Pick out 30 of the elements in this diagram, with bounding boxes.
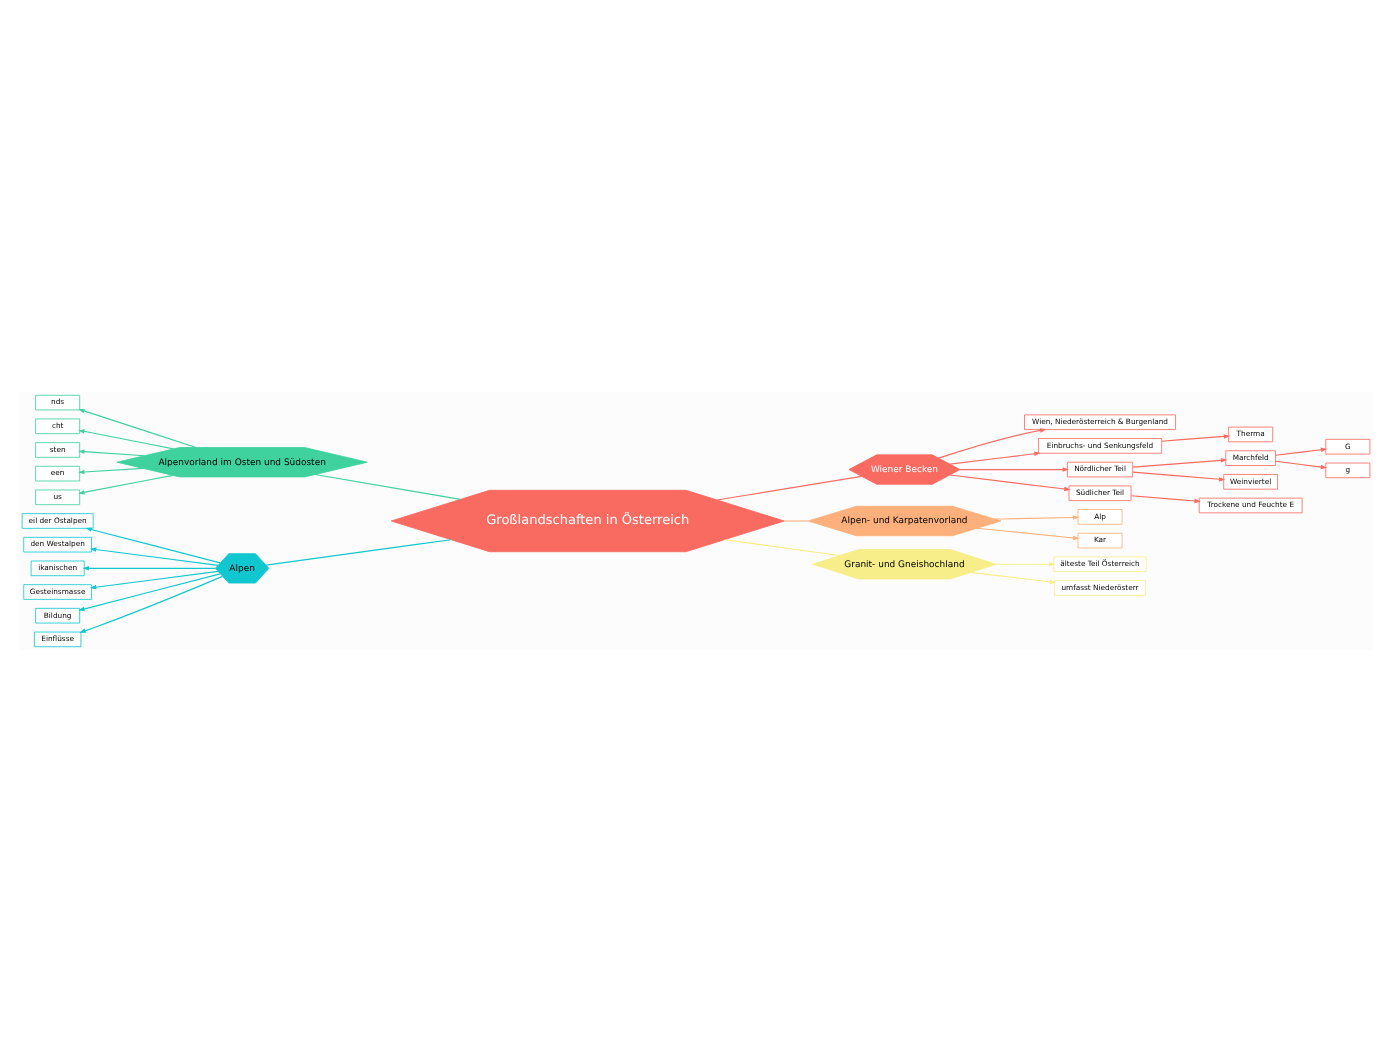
arrow	[1275, 446, 1328, 455]
arrow	[78, 473, 174, 494]
connector	[314, 472, 461, 499]
arrow	[78, 407, 197, 448]
arrow	[89, 546, 219, 565]
arrow	[1132, 470, 1226, 481]
arrow	[994, 514, 1080, 519]
arrow	[949, 450, 1041, 464]
arrow	[82, 565, 216, 570]
arrow	[949, 473, 1071, 491]
arrow	[78, 428, 175, 449]
arrow	[976, 526, 1080, 540]
connector	[724, 538, 841, 556]
arrow	[1275, 459, 1328, 469]
arrow	[78, 448, 145, 456]
connector	[716, 474, 863, 500]
arrow	[1132, 457, 1228, 467]
arrow	[78, 466, 144, 474]
arrow	[1130, 494, 1201, 503]
arrow	[970, 570, 1057, 584]
connector	[265, 538, 452, 565]
arrow	[79, 574, 224, 632]
arrow	[938, 427, 1047, 458]
connector	[783, 519, 809, 521]
arrow	[996, 561, 1056, 566]
arrow	[1161, 433, 1231, 441]
arrow	[959, 466, 1069, 471]
arrow	[78, 572, 221, 611]
arrow	[89, 569, 219, 589]
arrow	[85, 526, 221, 563]
